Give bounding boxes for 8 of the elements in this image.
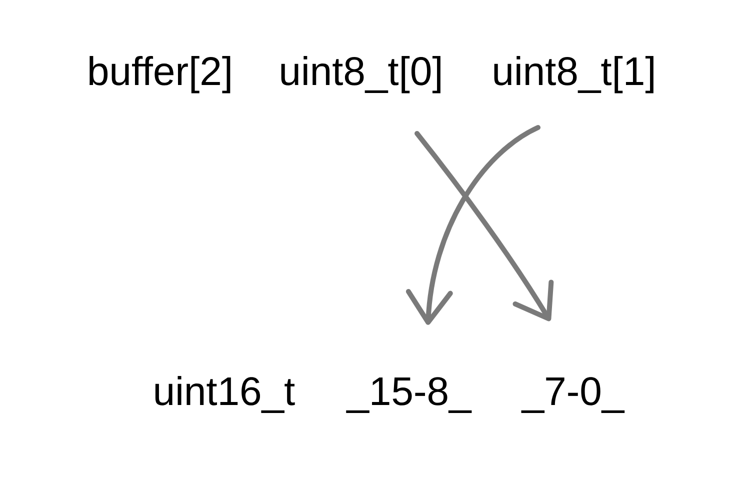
row-label: buffer[2]: [90, 56, 230, 94]
text-label: _7-0_: [521, 377, 625, 413]
curved-arrow: [414, 131, 554, 322]
row-label: uint16_t: [155, 376, 295, 413]
text-label: _15-8_: [346, 377, 472, 413]
text-label: uint8_t[0]: [281, 56, 440, 94]
text-label: uint8_t[1]: [494, 56, 654, 94]
curved-arrow: [406, 125, 540, 325]
